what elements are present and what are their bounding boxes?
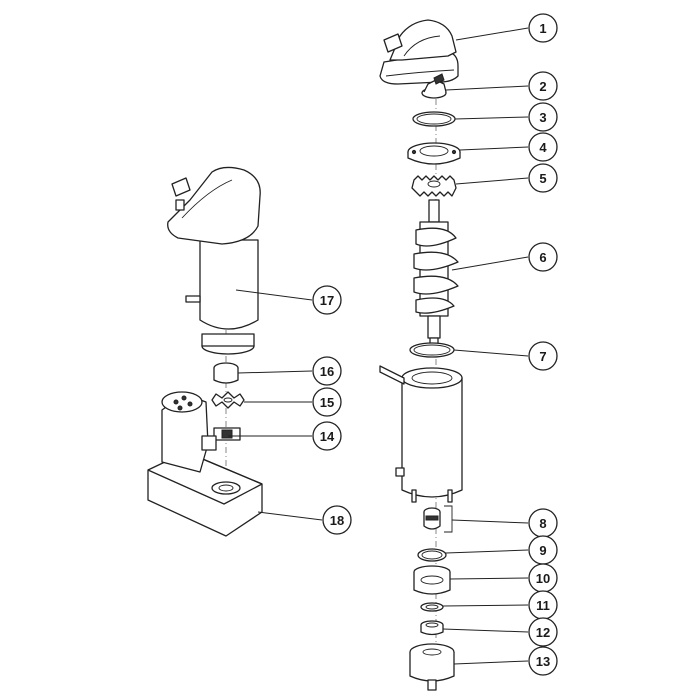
callout-9-label: 9 (539, 543, 546, 558)
callout-3: 3 (528, 102, 558, 132)
callout-12: 12 (528, 617, 558, 647)
leader-6 (451, 256, 529, 271)
part-17-filler-head (167, 166, 261, 355)
leader-5 (455, 177, 529, 185)
leader-8 (451, 519, 529, 524)
callout-1-label: 1 (539, 21, 546, 36)
callout-5: 5 (528, 163, 558, 193)
part-4-flange-plate (407, 142, 461, 165)
callout-4: 4 (528, 132, 558, 162)
callout-5-label: 5 (539, 171, 546, 186)
callout-7: 7 (528, 341, 558, 371)
leader-3 (454, 116, 529, 120)
callout-7-label: 7 (539, 349, 546, 364)
part-12-bushing (420, 620, 444, 636)
callout-16: 16 (312, 356, 342, 386)
callout-16-label: 16 (320, 364, 334, 379)
leader-4 (459, 146, 529, 151)
callout-12-label: 12 (536, 625, 550, 640)
leader-lines (228, 27, 529, 665)
part-2-clamp-knob (421, 73, 447, 99)
callout-9: 9 (528, 535, 558, 565)
callout-3-label: 3 (539, 110, 546, 125)
part-8-seal-cartridge (423, 505, 453, 533)
leader-18 (257, 511, 323, 521)
part-16-coupling-hub (213, 362, 239, 384)
leader-2 (445, 85, 529, 91)
part-6-auger-screw (413, 199, 459, 347)
callout-4-label: 4 (539, 140, 547, 155)
callout-18: 18 (322, 505, 352, 535)
callout-14-label: 14 (320, 429, 335, 444)
callout-11: 11 (528, 590, 558, 620)
part-9-ring (417, 548, 447, 562)
part-14-motor-coupling (213, 427, 241, 441)
callout-2: 2 (528, 71, 558, 101)
part-3-o-ring (412, 111, 456, 127)
callout-17: 17 (312, 285, 342, 315)
callout-6-label: 6 (539, 250, 546, 265)
part-18-motor-gearbox (147, 391, 263, 537)
part-15-spider-coupling (211, 391, 245, 409)
callout-10: 10 (528, 563, 558, 593)
part-1-hopper-cover (379, 19, 459, 85)
part-11-washer (420, 602, 444, 612)
callout-2-label: 2 (539, 79, 546, 94)
callout-10-label: 10 (536, 571, 550, 586)
callout-11-label: 11 (536, 598, 550, 613)
part-5-star-rotor (411, 175, 457, 197)
callout-6: 6 (528, 242, 558, 272)
callout-1: 1 (528, 13, 558, 43)
leader-9 (445, 549, 529, 554)
right-exploded-assembly (379, 19, 463, 691)
callout-8-label: 8 (539, 516, 546, 531)
left-assembled-unit (147, 166, 263, 537)
part-10-bearing-housing (413, 565, 451, 595)
leader-13 (453, 660, 529, 665)
callout-13-label: 13 (536, 654, 550, 669)
leader-7 (453, 349, 529, 357)
part-13-base-flange (409, 643, 455, 691)
callout-15-label: 15 (320, 395, 334, 410)
leader-10 (449, 577, 529, 580)
part-7-large-o-ring (409, 342, 455, 358)
callout-17-label: 17 (320, 293, 334, 308)
leader-11 (442, 604, 529, 607)
leader-12 (442, 628, 529, 633)
callout-13: 13 (528, 646, 558, 676)
callout-14: 14 (312, 421, 342, 451)
callout-18-label: 18 (330, 513, 344, 528)
leader-1 (455, 27, 529, 41)
leader-16 (237, 370, 313, 374)
callout-15: 15 (312, 387, 342, 417)
callout-8: 8 (528, 508, 558, 538)
leader-17 (235, 289, 313, 301)
cylinder-housing (379, 365, 463, 503)
